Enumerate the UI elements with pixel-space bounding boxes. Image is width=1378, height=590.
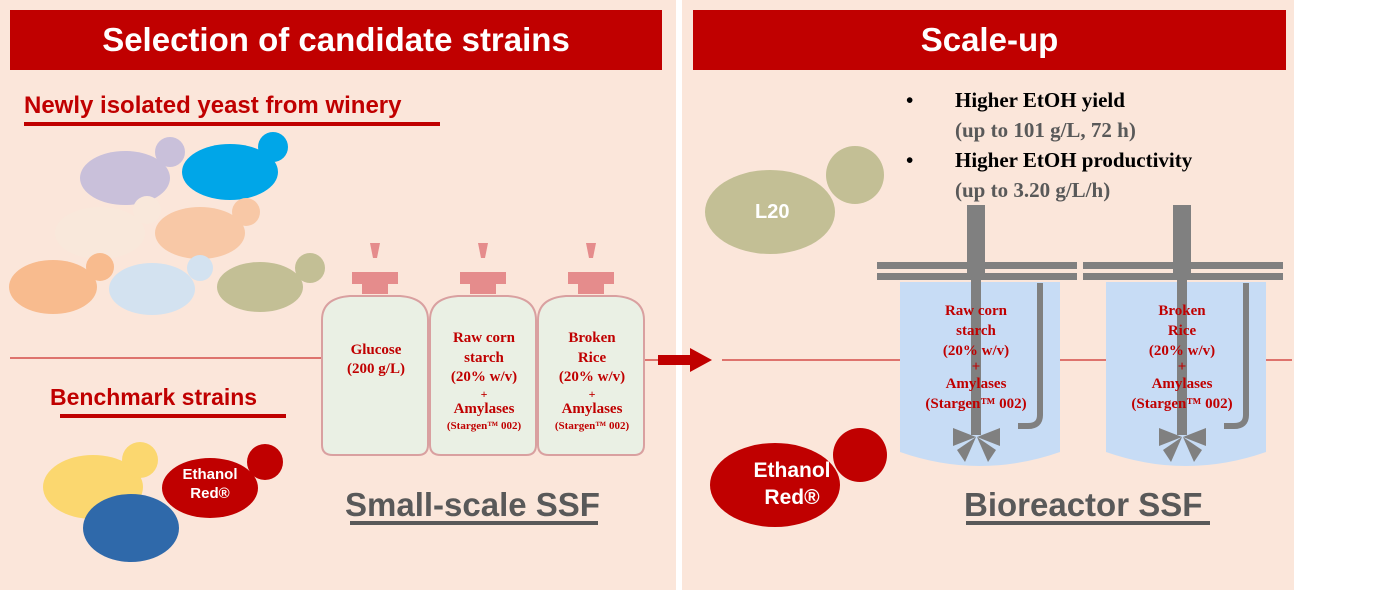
label-line: (20% w/v) [1148, 342, 1216, 359]
label-line: (Stargen™ 002) [1131, 395, 1233, 412]
reactor-broken-rice-label: Broken Rice (20% w/v) + Amylases (Starge… [1106, 302, 1258, 414]
bullet-dot: • [906, 148, 914, 172]
bottle-corn-starch-label: Raw corn starch (20% w/v) + Amylases (St… [432, 329, 536, 433]
small-scale-underline [350, 521, 598, 525]
label-line: Rice [1167, 322, 1197, 339]
small-scale-caption: Small-scale SSF [345, 486, 600, 523]
label-line: + [480, 386, 488, 401]
benchmark-heading: Benchmark strains [50, 384, 258, 410]
bottle-glucose-label: Glucose (200 g/L) [324, 341, 428, 379]
yeast-cell-lavender [80, 137, 185, 205]
bottle-glucose [321, 243, 429, 456]
bullet-productivity-detail: (up to 3.20 g/L/h) [955, 178, 1111, 202]
right-title-banner: Scale-up [693, 10, 1286, 70]
yeast-cell-blue [83, 494, 179, 562]
label-note: (Stargen™ 002) [446, 420, 522, 432]
new-isolates-heading: Newly isolated yeast from winery [24, 92, 402, 119]
bottle-corn-starch [429, 243, 537, 456]
label-line: + [588, 386, 596, 401]
label-line: Glucose [350, 342, 402, 358]
bottle-broken-rice-label: Broken Rice (20% w/v) + Amylases (Starge… [540, 329, 644, 433]
label-line: (Stargen™ 002) [925, 395, 1027, 412]
label-line: (20% w/v) [558, 369, 626, 385]
bullet-productivity-title: Higher EtOH productivity [955, 148, 1193, 172]
yeast-cell-orange [9, 253, 114, 314]
label-line: Ethanol [753, 459, 831, 482]
label-line: starch [464, 349, 504, 366]
bioreactor-broken-rice [1083, 205, 1283, 466]
yeast-cell-ethanol-red-large [710, 428, 887, 527]
bullet-yield-detail: (up to 101 g/L, 72 h) [955, 118, 1136, 142]
yeast-cell-cream [55, 196, 161, 259]
reactor-corn-starch-label: Raw corn starch (20% w/v) + Amylases (St… [900, 302, 1052, 414]
label-line: starch [956, 322, 996, 339]
label-line: Rice [577, 349, 607, 366]
label-line: Amylases [453, 400, 515, 417]
ethanol-red-large-label: Ethanol Red® [732, 458, 852, 512]
yeast-cell-cyan [182, 132, 288, 200]
bottle-broken-rice [537, 243, 645, 456]
yeast-cell-l20 [705, 146, 884, 254]
label-line: + [1177, 359, 1187, 376]
bullet-yield-title: Higher EtOH yield [955, 88, 1125, 112]
label-note: (Stargen™ 002) [554, 420, 630, 432]
label-line: (200 g/L) [347, 361, 405, 378]
label-line: + [971, 359, 981, 376]
yeast-cell-ethanol-red-small [162, 444, 283, 518]
new-isolates-underline [24, 122, 440, 126]
yeast-cell-lightblue [109, 255, 213, 315]
label-line: Amylases [1151, 375, 1213, 392]
yeast-cell-peach [155, 198, 260, 259]
bioreactor-corn-starch [877, 205, 1077, 466]
l20-label: L20 [755, 201, 790, 223]
label-line: Amylases [561, 400, 623, 417]
bullet-dot: • [906, 88, 914, 112]
yeast-cell-olive [217, 253, 325, 312]
label-line: Raw corn [944, 303, 1008, 319]
label-line: (20% w/v) [450, 369, 518, 385]
label-line: Raw corn [452, 330, 516, 346]
label-line: Amylases [945, 375, 1007, 392]
label-line: Red® [764, 485, 820, 509]
label-line: Broken [1158, 303, 1206, 319]
label-line: (20% w/v) [942, 342, 1010, 359]
bioreactor-caption: Bioreactor SSF [964, 486, 1203, 523]
benchmark-underline [60, 414, 286, 418]
ethanol-red-small-label: Ethanol Red® [182, 466, 238, 502]
bioreactor-underline [966, 521, 1210, 525]
label-line: Broken [568, 330, 616, 346]
left-title-banner: Selection of candidate strains [10, 10, 662, 70]
arrow-right-icon [658, 348, 712, 372]
